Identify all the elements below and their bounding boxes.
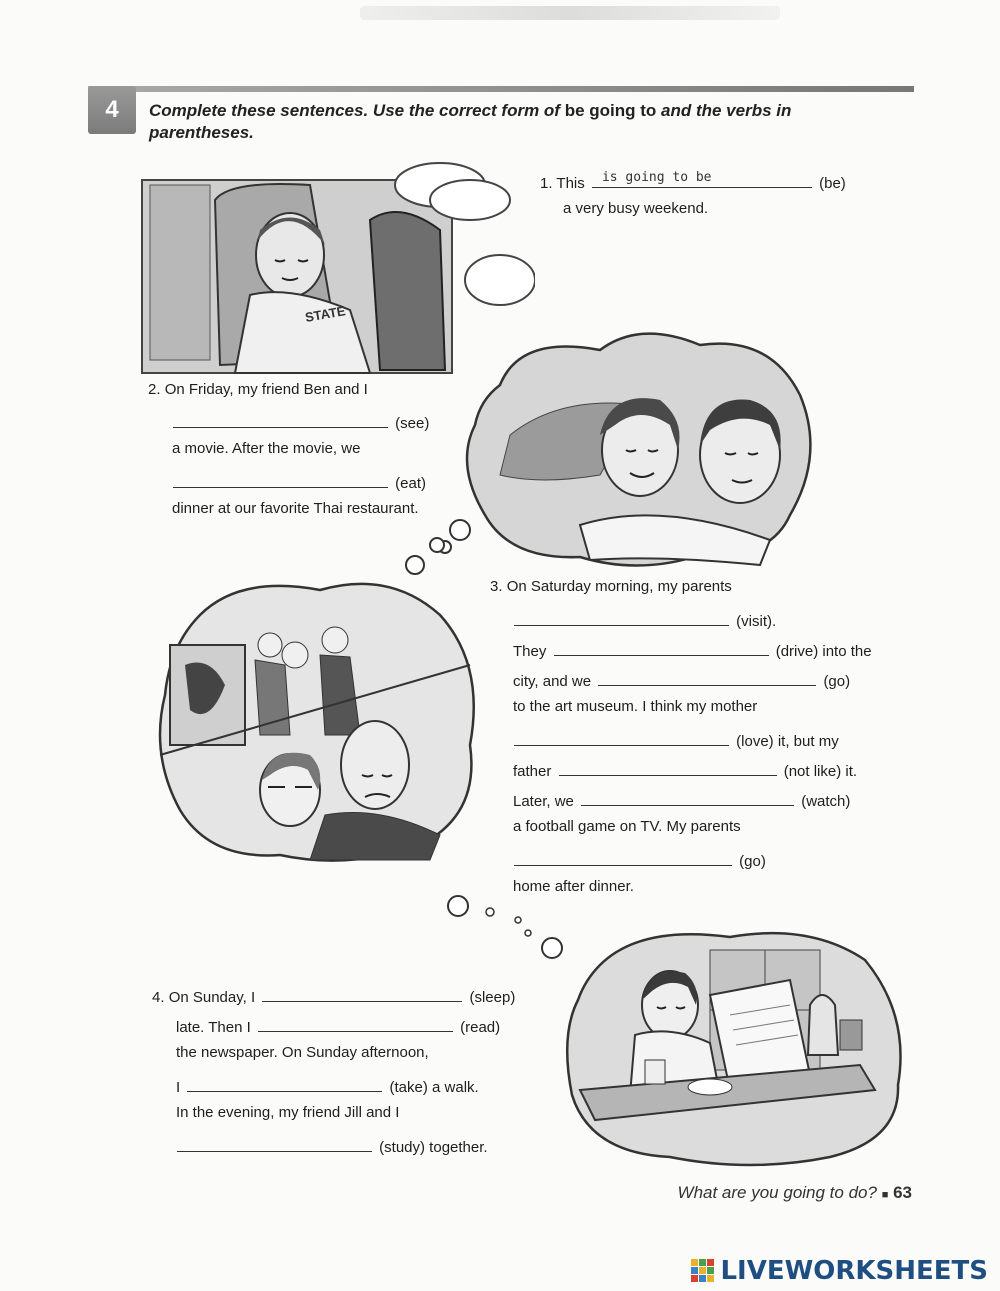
previous-page-bleed (360, 6, 780, 20)
q2-verb2: (eat) (395, 475, 427, 492)
q3-verb7: (go) (739, 853, 766, 870)
q3-text6: Later, we (513, 793, 574, 810)
q4-verb4: (take) a walk. (389, 1079, 479, 1096)
exercise-header-bar (88, 86, 914, 92)
q3-blank-go2[interactable] (514, 848, 732, 866)
q2-line2: (see) (170, 410, 429, 432)
q2-verb1: (see) (395, 415, 430, 432)
liveworksheets-brand: LIVEWORKSHEETS (690, 1256, 988, 1286)
instruction-bold: be going to (564, 101, 657, 120)
q3-line5: to the art museum. I think my mother (513, 698, 758, 715)
q2-line1: 2. On Friday, my friend Ben and I (148, 381, 368, 398)
exercise-instruction: Complete these sentences. Use the correc… (149, 100, 869, 144)
thought-bubble-trail-2 (447, 895, 563, 959)
q3-verb4: (love) it, but my (736, 733, 839, 750)
q4-line5: In the evening, my friend Jill and I (176, 1104, 400, 1121)
q3-line11: home after dinner. (513, 878, 634, 895)
illustration-bus-sleeping: STATE (141, 162, 535, 374)
instruction-part1: Complete these sentences. Use the correc… (149, 101, 565, 120)
q3-verb3: (go) (823, 673, 851, 690)
q3-blank-drive[interactable] (553, 638, 769, 656)
q3-line2: (visit). (511, 608, 776, 630)
q3-line9: a football game on TV. My parents (513, 818, 741, 835)
q3-line7: father (not like) it. (513, 758, 857, 780)
q3-line10: (go) (511, 848, 766, 870)
q3-number: 3. (490, 578, 503, 595)
brand-name: LIVEWORKSHEETS (720, 1256, 988, 1286)
q4-verb1: (sleep) (469, 989, 516, 1006)
q4-text4: I (176, 1079, 181, 1096)
q2-line3: a movie. After the movie, we (172, 440, 361, 457)
q2-blank-see[interactable] (173, 410, 388, 428)
footer-title: What are you going to do? (677, 1183, 877, 1202)
q4-line2: late. Then I (read) (176, 1014, 500, 1036)
q4-text1: On Sunday, I (168, 989, 256, 1006)
q3-line3: They (drive) into the (513, 638, 872, 660)
q4-blank-sleep[interactable] (262, 984, 463, 1002)
q4-line1: 4. On Sunday, I (sleep) (152, 984, 515, 1006)
q4-blank-read[interactable] (257, 1014, 453, 1032)
q3-verb6: (watch) (801, 793, 851, 810)
shirt-text: STATE (304, 303, 347, 325)
q2-line4: (eat) (170, 470, 426, 492)
q3-blank-visit[interactable] (514, 608, 729, 626)
q1-line2: a very busy weekend. (563, 200, 709, 217)
q3-blank-go1[interactable] (598, 668, 817, 686)
exercise-number-badge: 4 (88, 86, 136, 134)
q3-blank-love[interactable] (514, 728, 729, 746)
q1-answer-text: is going to be (601, 170, 712, 185)
q2-blank-eat[interactable] (173, 470, 388, 488)
q3-verb5: (not like) it. (783, 763, 858, 780)
q3-verb1: (visit). (736, 613, 777, 630)
q4-verb2: (read) (460, 1019, 501, 1036)
q3-verb2: (drive) into the (775, 643, 872, 660)
q4-blank-take[interactable] (187, 1074, 383, 1092)
q1-line1: 1. This is going to be (be) (540, 170, 846, 192)
q3-blank-watch[interactable] (581, 788, 795, 806)
q3-text2: They (513, 643, 547, 660)
q2-number: 2. (148, 381, 161, 398)
footer-separator: ■ (881, 1189, 889, 1201)
q3-text1: On Saturday morning, my parents (506, 578, 732, 595)
q1-prefix: This (556, 175, 585, 192)
q3-text5: father (513, 763, 552, 780)
page-number: 63 (893, 1183, 912, 1202)
q3-line8: Later, we (watch) (513, 788, 850, 810)
q1-number: 1. (540, 175, 553, 192)
illustration-movie-couple (440, 332, 812, 567)
q4-verb5: (study) together. (379, 1139, 488, 1156)
q1-verb: (be) (819, 175, 846, 192)
q3-line4: city, and we (go) (513, 668, 850, 690)
q3-line1: 3. On Saturday morning, my parents (490, 578, 732, 595)
page-footer: What are you going to do? ■ 63 (678, 1183, 912, 1203)
q4-line4: I (take) a walk. (176, 1074, 479, 1096)
illustration-reading-newspaper (565, 931, 902, 1167)
q1-answer-blank[interactable]: is going to be (591, 170, 812, 188)
q4-line6: (study) together. (174, 1134, 488, 1156)
illustration-art-museum (158, 582, 475, 862)
thought-bubble-trail-1 (405, 537, 445, 575)
q3-text3: city, and we (513, 673, 592, 690)
q3-blank-notlike[interactable] (558, 758, 777, 776)
q2-text1: On Friday, my friend Ben and I (164, 381, 368, 398)
q4-line3: the newspaper. On Sunday afternoon, (176, 1044, 429, 1061)
q3-line6: (love) it, but my (511, 728, 839, 750)
liveworksheets-logo-icon (691, 1259, 715, 1282)
q4-number: 4. (152, 989, 165, 1006)
instruction-part2: and the verbs in parentheses. (149, 101, 792, 142)
q4-text2: late. Then I (176, 1019, 251, 1036)
q4-blank-study[interactable] (177, 1134, 372, 1152)
q2-line5: dinner at our favorite Thai restaurant. (172, 500, 419, 517)
